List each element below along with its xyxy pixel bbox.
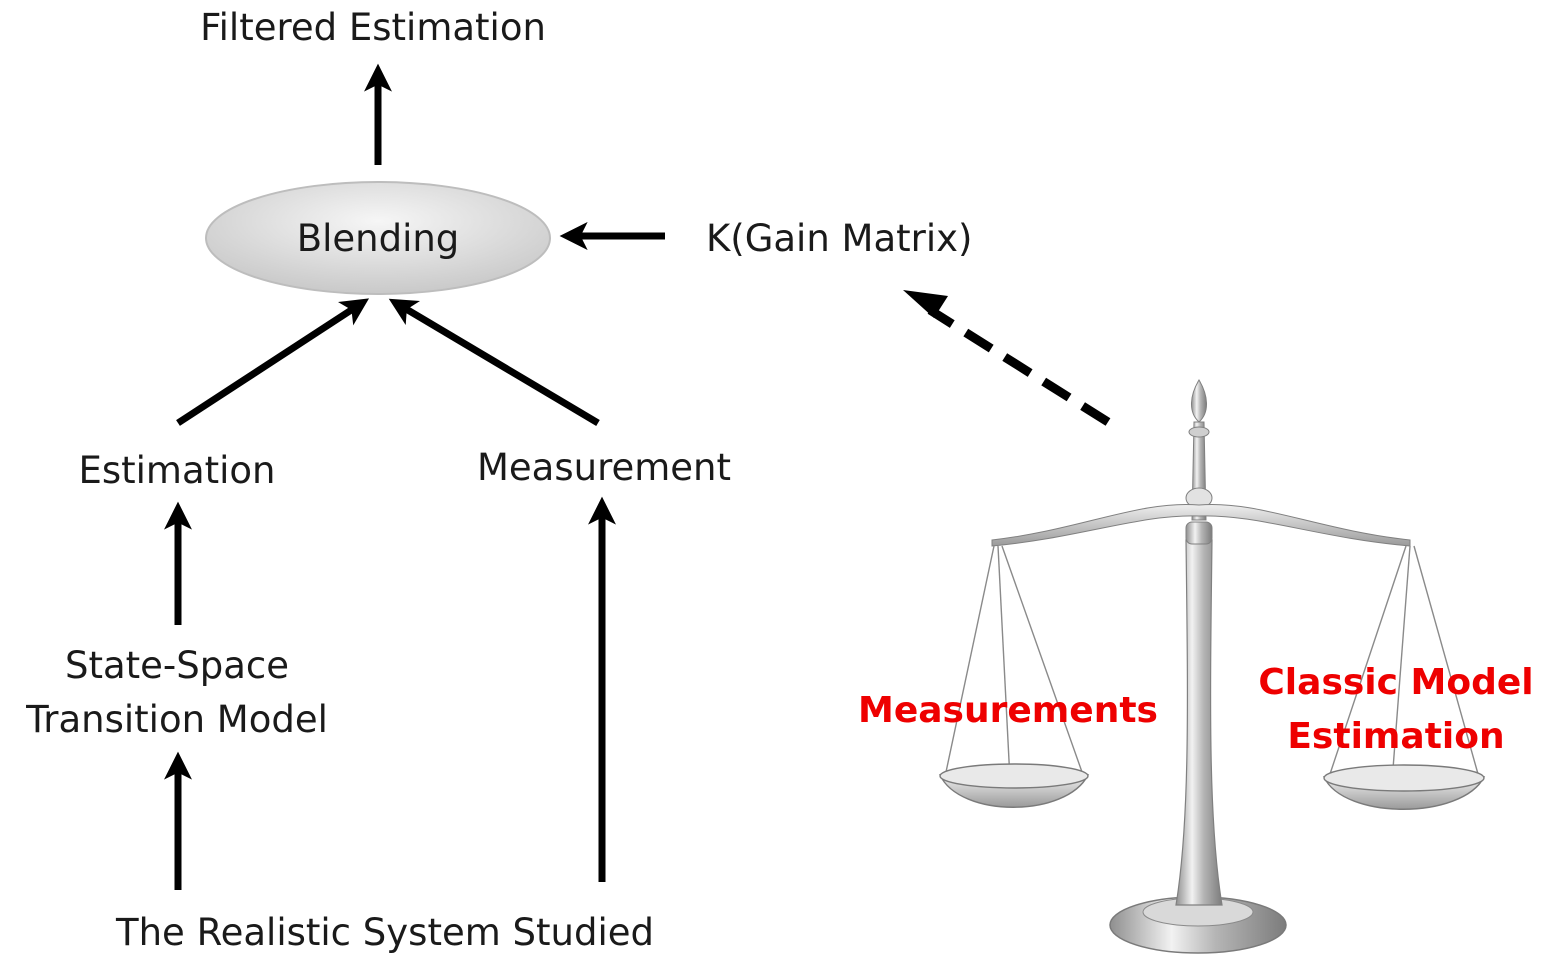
measurement-label: Measurement <box>477 446 731 489</box>
scale-right-label-line1: Classic Model <box>1258 662 1533 703</box>
balance-scale-icon <box>938 379 1486 954</box>
filtered-estimation-label: Filtered Estimation <box>200 6 546 49</box>
estimation-label: Estimation <box>78 449 275 492</box>
blending-node: Blending <box>205 181 551 295</box>
model-label-line1: State-Space <box>65 644 289 687</box>
arrow-estimation-to-blending <box>176 298 370 426</box>
realistic-system-label: The Realistic System Studied <box>115 911 654 954</box>
gain-matrix-label: K(Gain Matrix) <box>706 217 972 260</box>
scale-left-label: Measurements <box>858 690 1158 731</box>
arrow-measurement-to-blending <box>388 298 600 427</box>
scale-right-label-line2: Estimation <box>1287 716 1504 757</box>
blending-label: Blending <box>297 217 460 260</box>
model-label-line2: Transition Model <box>25 698 328 741</box>
dashed-arrow-scale-to-gain <box>927 306 1111 426</box>
dashed-arrow-head <box>903 290 948 318</box>
